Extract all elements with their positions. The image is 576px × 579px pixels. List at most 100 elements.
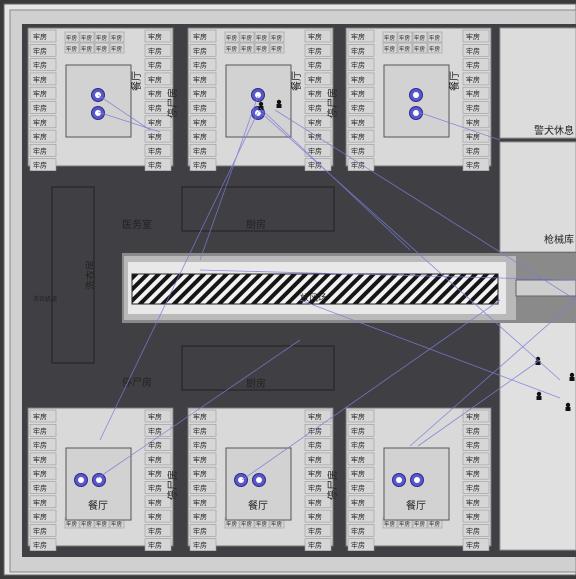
cell[interactable]: 牢房 <box>427 42 443 54</box>
cell[interactable]: 牢房 <box>29 423 57 437</box>
cell[interactable]: 牢房 <box>347 524 375 537</box>
cell[interactable]: 牢房 <box>462 409 490 423</box>
cell[interactable]: 牢房 <box>144 101 172 114</box>
dining-hall[interactable]: 餐厅 <box>65 64 143 138</box>
cell[interactable]: 牢房 <box>304 129 332 143</box>
cell[interactable]: 牢房 <box>304 452 332 466</box>
cell[interactable]: 牢房 <box>189 115 217 129</box>
cell[interactable]: 牢房 <box>144 452 172 466</box>
cell[interactable]: 牢房 <box>347 86 375 100</box>
cell[interactable]: 牢房 <box>189 129 217 143</box>
round-table-icon[interactable] <box>74 473 88 487</box>
cell[interactable]: 牢房 <box>304 72 332 86</box>
cell[interactable]: 牢房 <box>189 72 217 86</box>
cell[interactable]: 牢房 <box>189 481 217 494</box>
cell[interactable]: 牢房 <box>462 29 490 43</box>
cell[interactable]: 牢房 <box>189 423 217 437</box>
dining-hall[interactable]: 餐厅 <box>383 64 461 138</box>
cell[interactable]: 牢房 <box>29 43 57 57</box>
cell[interactable]: 牢房 <box>397 31 413 43</box>
cell[interactable]: 牢房 <box>347 466 375 480</box>
cell[interactable]: 牢房 <box>189 438 217 451</box>
round-table-icon[interactable] <box>91 106 105 120</box>
cell[interactable]: 牢房 <box>224 31 240 43</box>
cell[interactable]: 牢房 <box>144 524 172 537</box>
guard-icon[interactable] <box>258 101 264 110</box>
cell[interactable]: 牢房 <box>144 538 172 552</box>
cell[interactable]: 牢房 <box>144 481 172 494</box>
cell[interactable]: 牢房 <box>304 58 332 71</box>
cell[interactable]: 牢房 <box>29 158 57 171</box>
cell[interactable]: 牢房 <box>347 29 375 43</box>
cell[interactable]: 牢房 <box>347 72 375 86</box>
cell[interactable]: 牢房 <box>304 423 332 437</box>
cell[interactable]: 牢房 <box>304 495 332 509</box>
cell[interactable]: 牢房 <box>304 115 332 129</box>
cell[interactable]: 牢房 <box>462 466 490 480</box>
cell[interactable]: 牢房 <box>347 144 375 157</box>
cell[interactable]: 牢房 <box>29 466 57 480</box>
guard-icon[interactable] <box>536 391 542 400</box>
cell[interactable]: 牢房 <box>189 409 217 423</box>
cell[interactable]: 牢房 <box>462 86 490 100</box>
cell[interactable]: 牢房 <box>64 31 80 43</box>
cell[interactable]: 牢房 <box>29 72 57 86</box>
cell[interactable]: 牢房 <box>304 29 332 43</box>
cell[interactable]: 牢房 <box>144 423 172 437</box>
cell[interactable]: 牢房 <box>144 466 172 480</box>
cell[interactable]: 牢房 <box>144 509 172 523</box>
cell[interactable]: 牢房 <box>397 42 413 54</box>
round-table-icon[interactable] <box>234 473 248 487</box>
cell[interactable]: 牢房 <box>94 42 110 54</box>
cell[interactable]: 牢房 <box>462 158 490 171</box>
guard-icon[interactable] <box>276 99 282 108</box>
cell[interactable]: 牢房 <box>189 101 217 114</box>
cell[interactable]: 牢房 <box>144 86 172 100</box>
cell[interactable]: 牢房 <box>29 115 57 129</box>
cell[interactable]: 牢房 <box>382 42 398 54</box>
cell[interactable]: 牢房 <box>189 43 217 57</box>
cell[interactable]: 牢房 <box>189 452 217 466</box>
cell[interactable]: 牢房 <box>239 42 255 54</box>
cell[interactable]: 牢房 <box>79 31 95 43</box>
cell[interactable]: 牢房 <box>64 42 80 54</box>
cell[interactable]: 牢房 <box>144 29 172 43</box>
cell[interactable]: 牢房 <box>189 524 217 537</box>
cell[interactable]: 牢房 <box>189 144 217 157</box>
round-table-icon[interactable] <box>410 473 424 487</box>
cell[interactable]: 牢房 <box>347 438 375 451</box>
dining-hall[interactable]: 餐厅 <box>225 447 292 521</box>
cell[interactable]: 牢房 <box>347 423 375 437</box>
cell[interactable]: 牢房 <box>304 466 332 480</box>
cell[interactable]: 牢房 <box>144 409 172 423</box>
cell[interactable]: 牢房 <box>189 538 217 552</box>
cell[interactable]: 牢房 <box>462 129 490 143</box>
cell[interactable]: 牢房 <box>462 524 490 537</box>
cell[interactable]: 牢房 <box>412 31 428 43</box>
cell[interactable]: 牢房 <box>304 438 332 451</box>
cell[interactable]: 牢房 <box>144 43 172 57</box>
cell[interactable]: 牢房 <box>189 495 217 509</box>
cell[interactable]: 牢房 <box>347 452 375 466</box>
cell[interactable]: 牢房 <box>462 509 490 523</box>
dining-hall[interactable]: 餐厅 <box>65 447 132 521</box>
cell[interactable]: 牢房 <box>347 43 375 57</box>
cell[interactable]: 牢房 <box>29 438 57 451</box>
cell[interactable]: 牢房 <box>347 115 375 129</box>
cell[interactable]: 牢房 <box>29 86 57 100</box>
cell[interactable]: 牢房 <box>462 423 490 437</box>
cell[interactable]: 牢房 <box>269 31 285 43</box>
cell[interactable]: 牢房 <box>29 144 57 157</box>
cell[interactable]: 牢房 <box>269 42 285 54</box>
cell[interactable]: 牢房 <box>29 524 57 537</box>
cell[interactable]: 牢房 <box>304 409 332 423</box>
cell[interactable]: 牢房 <box>412 42 428 54</box>
cell[interactable]: 牢房 <box>29 409 57 423</box>
cell[interactable]: 牢房 <box>239 31 255 43</box>
cell[interactable]: 牢房 <box>462 452 490 466</box>
cell[interactable]: 牢房 <box>29 58 57 71</box>
cell[interactable]: 牢房 <box>304 101 332 114</box>
cell[interactable]: 牢房 <box>462 43 490 57</box>
cell[interactable]: 牢房 <box>29 481 57 494</box>
